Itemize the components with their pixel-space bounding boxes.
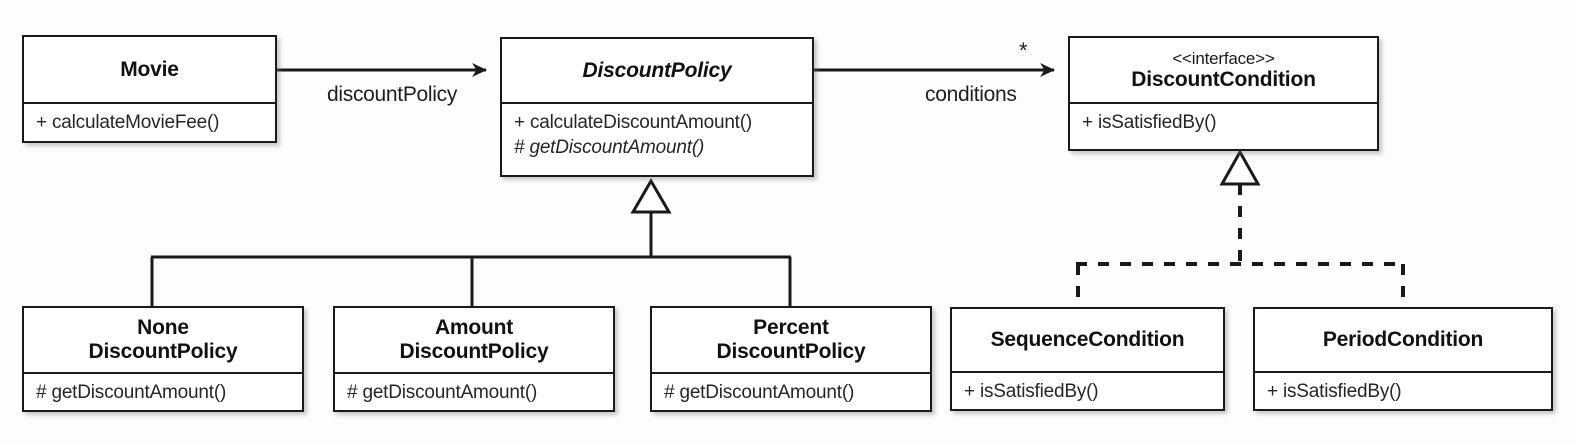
class-member: + calculateMovieFee(): [36, 112, 220, 133]
edge-realization-discountcondition: [1076, 148, 1405, 307]
class-divider: [652, 372, 930, 374]
class-member: + isSatisfiedBy(): [1267, 381, 1402, 402]
class-name-percentdiscountpolicy: Percent DiscountPolicy: [716, 316, 866, 363]
class-header-movie: Movie: [24, 37, 275, 102]
class-member: # getDiscountAmount(): [664, 382, 855, 403]
class-members-periodcondition: + isSatisfiedBy(): [1255, 373, 1551, 409]
association-label-conditions: conditions: [925, 83, 1017, 106]
class-stereotype-interface: <<interface>>: [1172, 48, 1275, 68]
class-name-amountdiscountpolicy: Amount DiscountPolicy: [399, 316, 549, 363]
class-header-discountpolicy: DiscountPolicy: [502, 39, 812, 102]
class-header-amountdiscountpolicy: Amount DiscountPolicy: [335, 308, 613, 372]
class-divider: [24, 372, 302, 374]
class-name-nonediscountpolicy: None DiscountPolicy: [88, 316, 238, 363]
class-divider: [952, 371, 1223, 373]
class-divider: [24, 102, 275, 104]
association-label-discountpolicy: discountPolicy: [327, 83, 458, 106]
class-members-movie: + calculateMovieFee(): [24, 104, 275, 141]
class-box-percentdiscountpolicy[interactable]: Percent DiscountPolicy # getDiscountAmou…: [650, 306, 932, 412]
class-box-amountdiscountpolicy[interactable]: Amount DiscountPolicy # getDiscountAmoun…: [333, 306, 615, 412]
class-members-discountpolicy: + calculateDiscountAmount() # getDiscoun…: [502, 104, 812, 175]
class-member: # getDiscountAmount(): [514, 137, 705, 159]
class-member: # getDiscountAmount(): [36, 382, 227, 403]
class-header-nonediscountpolicy: None DiscountPolicy: [24, 308, 302, 372]
class-member: + isSatisfiedBy(): [964, 381, 1099, 402]
class-box-movie[interactable]: Movie + calculateMovieFee(): [22, 35, 277, 143]
class-members-percentdiscountpolicy: # getDiscountAmount(): [652, 374, 930, 410]
class-member: + calculateDiscountAmount(): [514, 112, 753, 133]
class-name-movie: Movie: [120, 57, 179, 81]
class-name-periodcondition: PeriodCondition: [1322, 328, 1484, 352]
class-members-nonediscountpolicy: # getDiscountAmount(): [24, 374, 302, 410]
class-name-discountcondition: DiscountCondition: [1131, 67, 1316, 91]
class-members-sequencecondition: + isSatisfiedBy(): [952, 373, 1223, 409]
class-box-discountpolicy[interactable]: DiscountPolicy + calculateDiscountAmount…: [500, 37, 814, 177]
class-box-nonediscountpolicy[interactable]: None DiscountPolicy # getDiscountAmount(…: [22, 306, 304, 412]
class-divider: [335, 372, 613, 374]
class-member: # getDiscountAmount(): [347, 382, 538, 403]
class-header-percentdiscountpolicy: Percent DiscountPolicy: [652, 308, 930, 372]
class-box-sequencecondition[interactable]: SequenceCondition + isSatisfiedBy(): [950, 307, 1225, 411]
edge-generalization-discountpolicy: [150, 178, 792, 306]
class-name-sequencecondition: SequenceCondition: [990, 328, 1185, 352]
class-box-periodcondition[interactable]: PeriodCondition + isSatisfiedBy(): [1253, 307, 1553, 411]
class-member: + isSatisfiedBy(): [1082, 112, 1217, 133]
class-header-periodcondition: PeriodCondition: [1255, 309, 1551, 371]
class-divider: [1255, 371, 1551, 373]
class-header-sequencecondition: SequenceCondition: [952, 309, 1223, 371]
class-name-discountpolicy: DiscountPolicy: [582, 58, 732, 82]
class-box-discountcondition[interactable]: <<interface>> DiscountCondition + isSati…: [1068, 36, 1379, 151]
class-header-discountcondition: <<interface>> DiscountCondition: [1070, 38, 1377, 102]
class-divider: [502, 102, 812, 104]
class-members-discountcondition: + isSatisfiedBy(): [1070, 104, 1377, 149]
multiplicity-conditions: *: [1019, 38, 1028, 63]
class-divider: [1070, 102, 1377, 104]
class-members-amountdiscountpolicy: # getDiscountAmount(): [335, 374, 613, 410]
